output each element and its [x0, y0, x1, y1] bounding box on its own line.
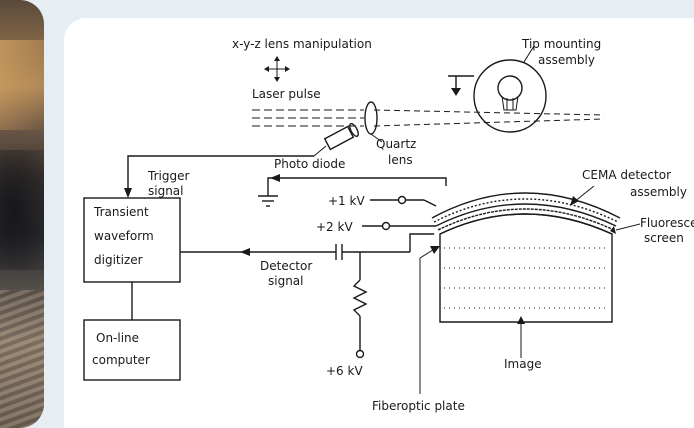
label-tip-assembly: assembly	[538, 53, 595, 67]
diagram-card: x-y-z lens manipulation Tip mounting ass…	[64, 18, 694, 428]
photo-highlight	[0, 40, 44, 130]
label-tip-mounting: Tip mounting	[521, 37, 601, 51]
computer-box	[83, 319, 181, 381]
label-detector-signal: signal	[268, 274, 304, 288]
label-screen: screen	[644, 231, 684, 245]
label-online: On-line	[96, 331, 139, 345]
resistor-icon	[352, 252, 368, 359]
fiberoptic-plate-icon	[419, 213, 613, 394]
cema-detector-icon	[431, 185, 641, 235]
label-lens-manipulation: x-y-z lens manipulation	[232, 37, 372, 51]
plus1kv-line	[370, 195, 437, 207]
label-cema-assembly: assembly	[630, 185, 687, 199]
label-cema: CEMA detector	[582, 168, 671, 182]
label-photo-diode: Photo diode	[274, 157, 345, 171]
label-fiberoptic: Fiberoptic plate	[372, 399, 465, 413]
label-plus6kv: +6 kV	[326, 364, 363, 378]
detector-signal-line	[180, 233, 434, 260]
background-photo	[0, 0, 44, 428]
ground-icon	[258, 174, 447, 207]
trigger-line	[124, 155, 314, 198]
label-detector: Detector	[260, 259, 312, 273]
label-trigger: Trigger	[147, 169, 189, 183]
quartz-lens-icon	[364, 101, 378, 135]
label-computer: computer	[92, 353, 150, 367]
photo-texture	[0, 290, 44, 428]
label-transient: Transient	[93, 205, 149, 219]
photo-shadow	[0, 150, 44, 270]
atom-probe-diagram: x-y-z lens manipulation Tip mounting ass…	[83, 37, 694, 413]
label-plus2kv: +2 kV	[316, 220, 353, 234]
photo-diode-icon	[313, 122, 359, 157]
laser-beam	[252, 109, 605, 127]
label-image: Image	[504, 357, 542, 371]
label-trigger-signal: signal	[148, 184, 184, 198]
label-quartz: Quartz	[376, 137, 416, 151]
tip-mounting-icon	[448, 45, 547, 133]
plus2kv-line	[362, 221, 436, 231]
label-fluorescent: Fluorescent	[640, 216, 694, 230]
label-digitizer: digitizer	[94, 253, 143, 267]
label-laser-pulse: Laser pulse	[252, 87, 321, 101]
label-plus1kv: +1 kV	[328, 194, 365, 208]
label-waveform: waveform	[94, 229, 154, 243]
label-lens: lens	[388, 153, 413, 167]
xyz-arrows-icon	[264, 56, 290, 82]
